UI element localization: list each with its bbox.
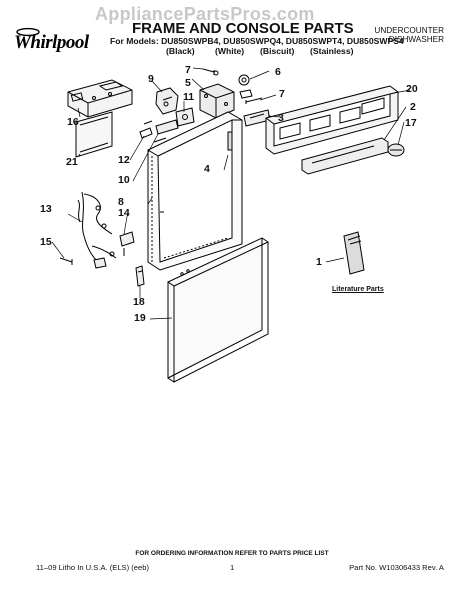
callout-14: 14 <box>118 207 130 219</box>
hinge-spring-part <box>139 120 153 139</box>
callout-17: 17 <box>405 117 417 129</box>
hinge-cam-part <box>175 107 195 127</box>
harness-screw-part <box>59 257 73 265</box>
callout-leader-lines <box>51 67 411 320</box>
litho-info: 11–09 Litho In U.S.A. (ELS) (eeb) <box>36 563 149 572</box>
callout-7-top: 7 <box>185 64 191 76</box>
callout-11: 11 <box>183 91 195 103</box>
page-title: FRAME AND CONSOLE PARTS <box>132 20 354 37</box>
watermark-text: AppliancePartsPros.com <box>95 4 315 24</box>
wire-harness-part <box>77 191 117 269</box>
console-overlay-part <box>301 137 389 175</box>
control-panel-board-part <box>75 111 113 158</box>
callout-19: 19 <box>134 312 146 324</box>
appliance-type-line1: UNDERCOUNTER <box>374 26 444 35</box>
callout-3: 3 <box>278 112 284 124</box>
brand-logo: Whirlpool <box>14 26 114 53</box>
outer-door-panel-part <box>167 237 270 383</box>
latch-striker-part <box>238 74 253 99</box>
callout-15: 15 <box>40 236 52 248</box>
latch-assembly-part <box>199 83 235 119</box>
callout-20: 20 <box>406 83 418 95</box>
part-number: Part No. W10306433 Rev. A <box>349 563 444 572</box>
models-line: For Models: DU850SWPB4, DU850SWPQ4, DU85… <box>110 36 404 46</box>
callout-9: 9 <box>148 73 154 85</box>
control-knob-part <box>387 143 405 157</box>
callout-2: 2 <box>410 101 416 113</box>
callout-4: 4 <box>204 163 210 175</box>
control-module-part <box>67 79 133 118</box>
screw-mid-part <box>245 97 263 104</box>
color-biscuit: (Biscuit) <box>260 46 295 56</box>
literature-parts-label: Literature Parts <box>332 286 384 293</box>
callout-8: 8 <box>118 196 124 208</box>
page-number: 1 <box>230 563 235 572</box>
inner-door-frame-part <box>147 111 243 271</box>
callout-21: 21 <box>66 156 78 168</box>
callout-13: 13 <box>40 203 52 215</box>
door-clip-part <box>135 265 145 287</box>
callout-7-mid: 7 <box>279 88 285 100</box>
literature-booklet-part <box>343 231 365 275</box>
color-stainless: (Stainless) <box>310 46 354 56</box>
screw-top-part <box>202 68 219 76</box>
color-black: (Black) <box>166 46 195 56</box>
upper-bracket-part <box>155 87 179 115</box>
callout-1: 1 <box>316 256 322 268</box>
callout-18: 18 <box>133 296 145 308</box>
callout-5: 5 <box>185 77 191 89</box>
logo-swoosh-icon <box>16 27 40 37</box>
callout-12: 12 <box>118 154 130 166</box>
brand-name: Whirlpool <box>14 32 89 53</box>
appliance-type-line2: DISHWASHER <box>388 35 444 44</box>
callout-10: 10 <box>118 174 130 186</box>
color-white: (White) <box>215 46 245 56</box>
ordering-info: FOR ORDERING INFORMATION REFER TO PARTS … <box>135 550 329 557</box>
callout-6: 6 <box>275 66 281 78</box>
console-panel-part <box>265 85 399 155</box>
harness-connector-part <box>119 231 135 256</box>
callout-16: 16 <box>67 116 79 128</box>
hinge-link-part <box>153 119 179 143</box>
